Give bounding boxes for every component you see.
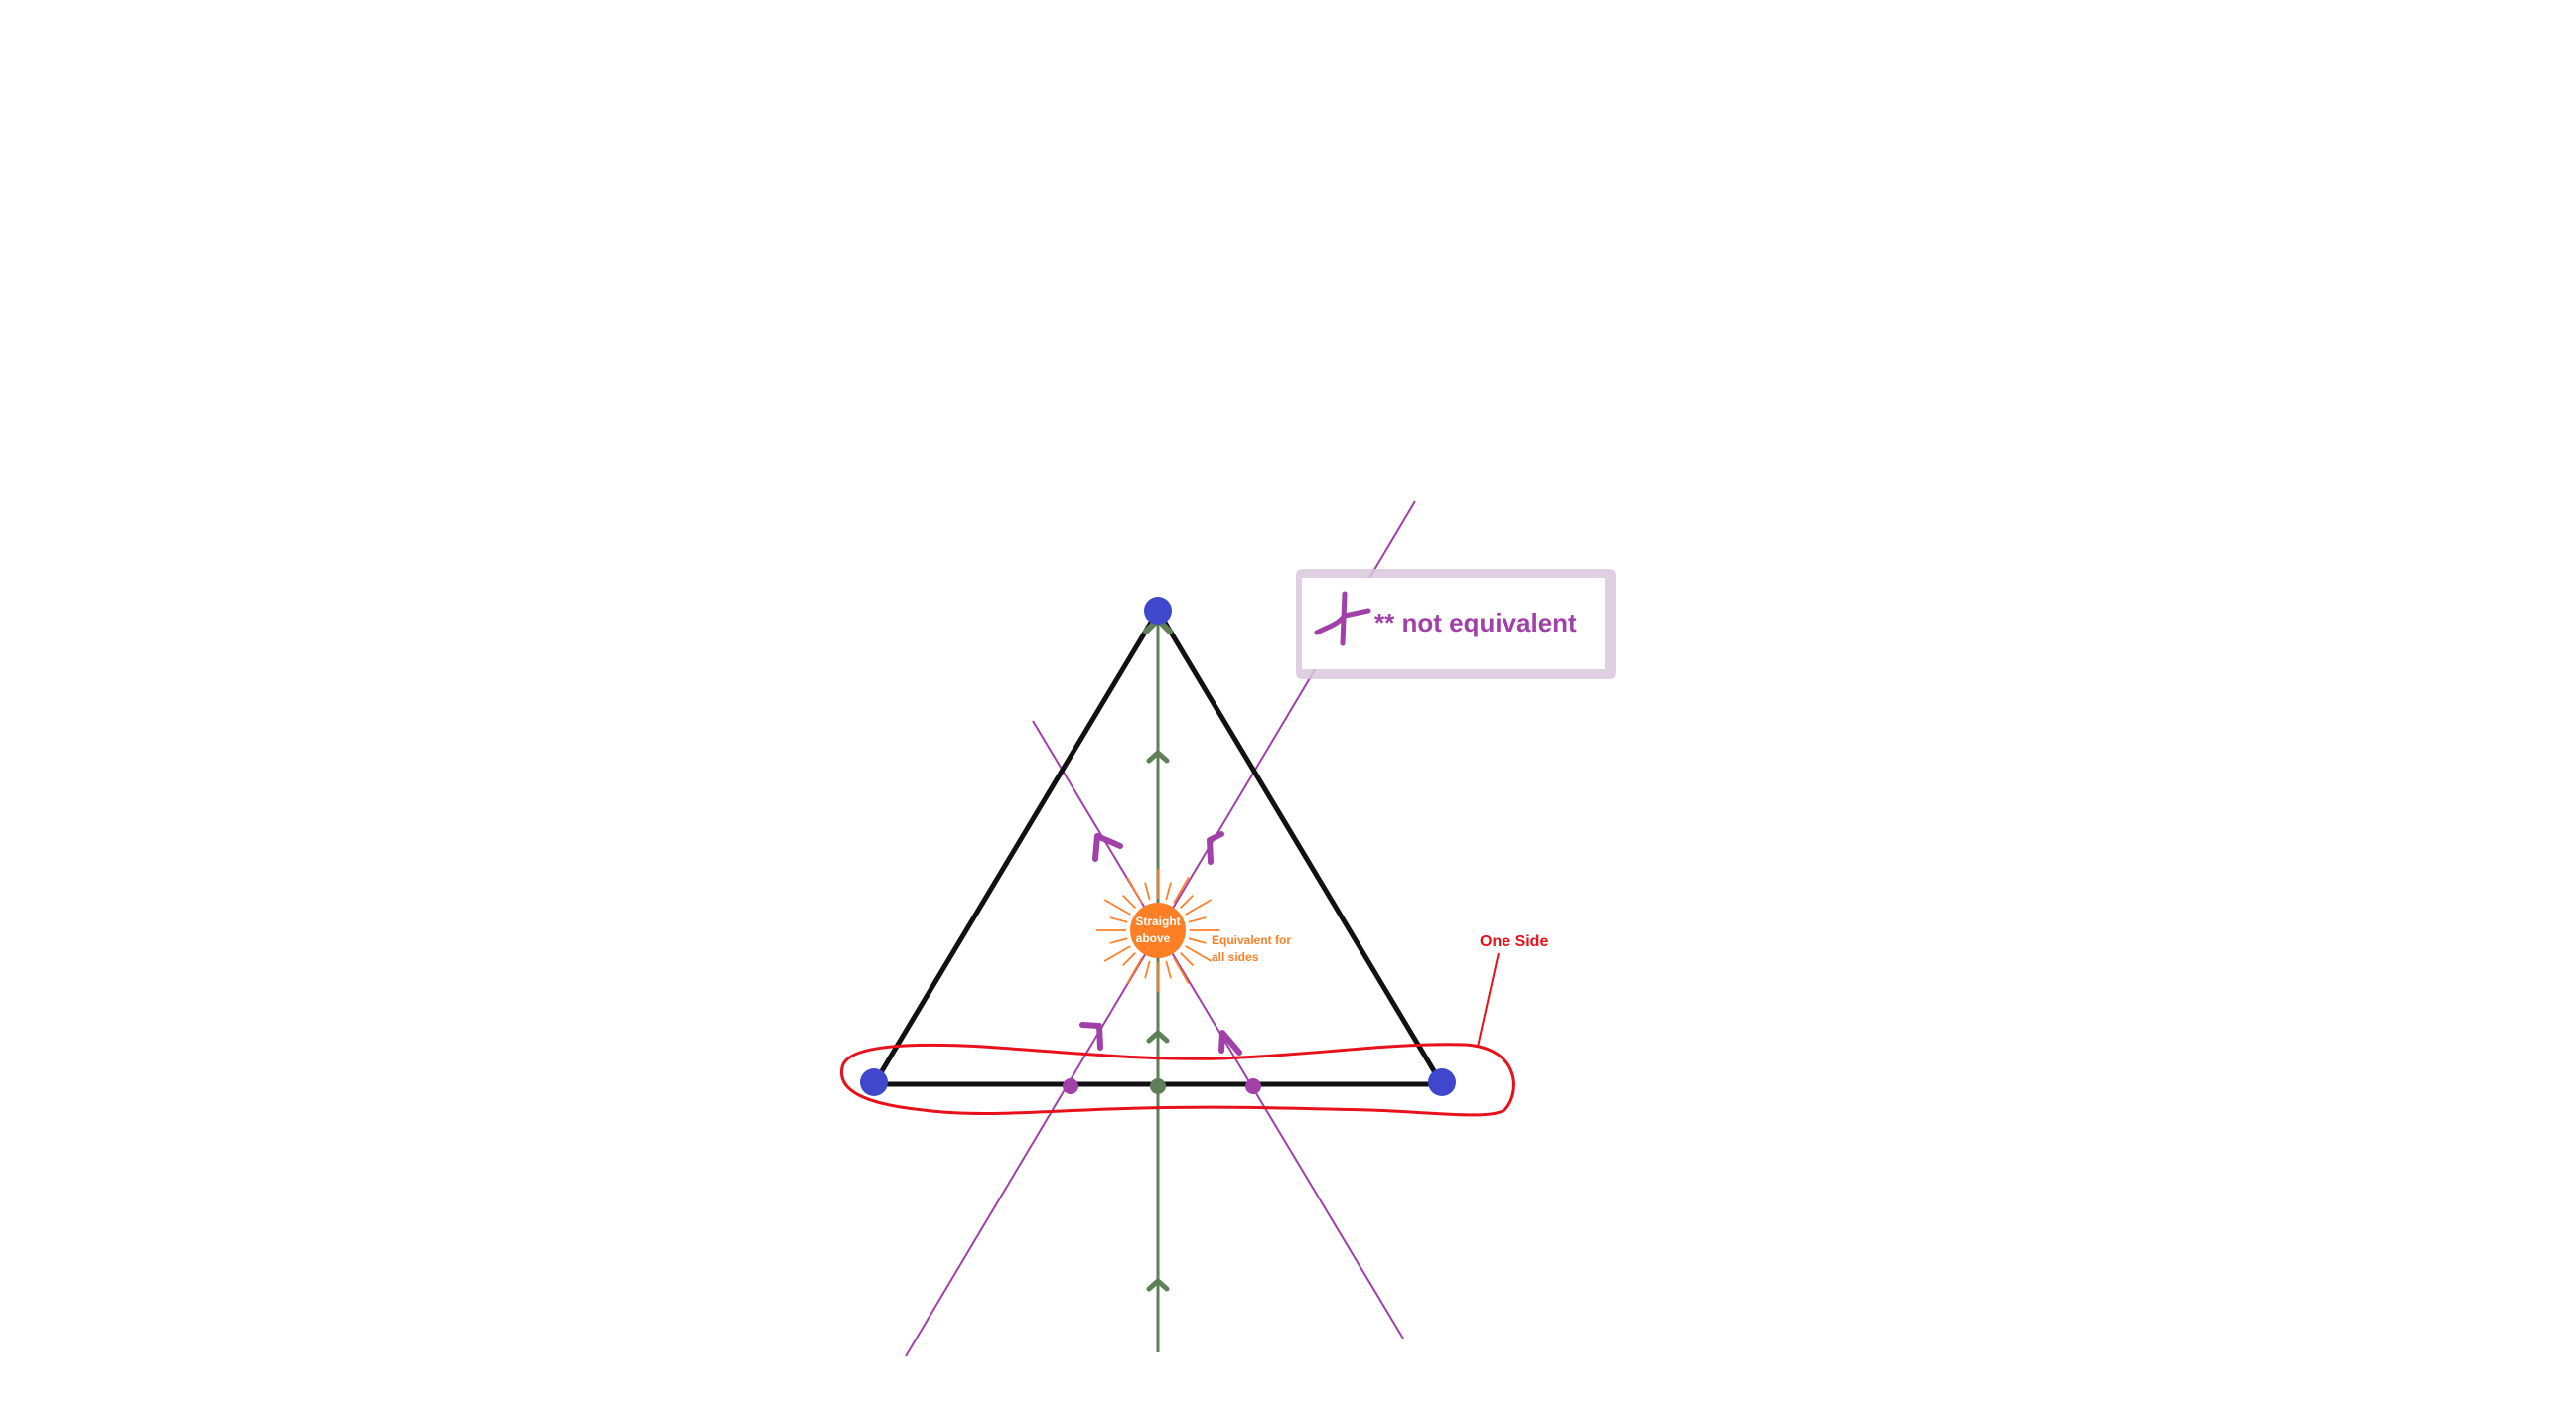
burst-ray [1179,895,1194,910]
base-dot-right [1245,1078,1261,1094]
green-arrowhead-icon [1146,1278,1170,1292]
one-side-pointer [1477,952,1500,1048]
burst-ray [1144,882,1151,901]
burst-ray [1126,876,1143,904]
legend-label: ** not equivalent [1374,608,1577,637]
base-dot-left [1063,1078,1078,1094]
burst-ray [1122,951,1137,966]
purple-markers [1079,831,1242,1056]
burst-ray [1103,899,1131,916]
burst-ray [1122,895,1137,910]
center-point [1130,903,1186,958]
purple-marker-icon [1207,831,1224,865]
burst-ray [1173,957,1190,985]
burst-ray [1109,937,1128,944]
burst-ray [1165,882,1172,901]
green-arrowhead-icon [1146,750,1170,764]
center-label-line2: above [1136,931,1171,945]
orange-burst [1096,869,1219,992]
legend-box: ** not equivalent [1296,569,1616,679]
burst-ray [1144,960,1151,979]
base-dot-center [1150,1078,1166,1094]
green-arrowhead-icon [1146,1030,1170,1044]
vertex-bottom-left [860,1068,888,1096]
one-side-outline [839,1043,1515,1117]
purple-marker-icon [1079,1022,1103,1051]
burst-ray [1109,916,1128,923]
one-side-label: One Side [1480,933,1548,950]
burst-ray [1179,951,1194,966]
purple-marker-icon [1218,1030,1242,1056]
burst-ray [1188,937,1207,944]
purple-line-left-up [1032,720,1404,1339]
burst-ray [1188,916,1207,923]
burst-ray [1126,957,1143,985]
center-label-line1: Straight [1135,915,1180,928]
vertex-top [1144,597,1172,625]
equivalent-label-line2: all sides [1212,950,1259,964]
burst-ray [1173,876,1190,904]
vertex-bottom-right [1428,1068,1456,1096]
burst-ray [1185,945,1213,962]
burst-ray [1103,945,1131,962]
purple-marker-icon [1092,833,1123,862]
burst-ray [1165,960,1172,979]
equivalent-label-line1: Equivalent for [1212,933,1291,947]
burst-ray [1185,899,1213,916]
purple-cross-marker-icon [1314,591,1371,646]
